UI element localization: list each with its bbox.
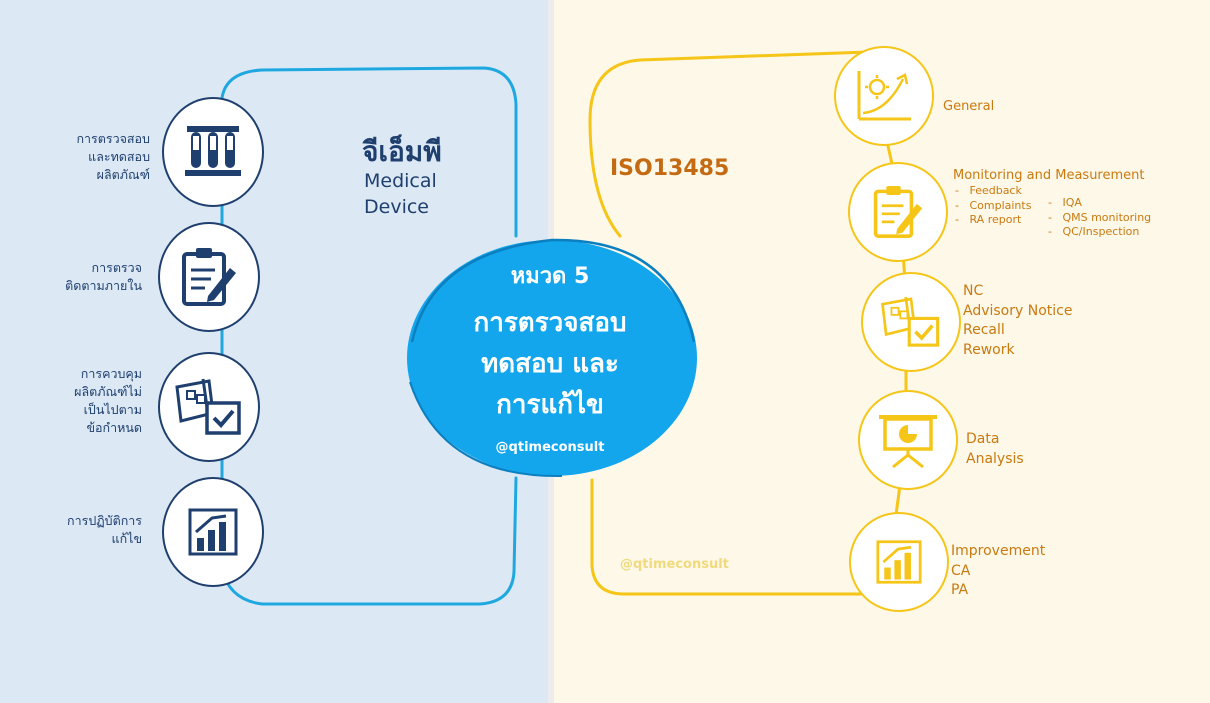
clipboard-pen-icon — [873, 186, 923, 238]
right-item-circle-4 — [858, 390, 958, 490]
right-item-circle-1 — [834, 46, 934, 146]
test-tubes-icon — [185, 126, 241, 176]
right-item-label-4: Data Analysis — [966, 431, 1024, 467]
right-item-circle-3 — [861, 272, 961, 372]
blueprint-check-icon — [175, 378, 241, 435]
right-item-label-3: NC Advisory Notice Recall Rework — [963, 283, 1073, 358]
left-title-thai: จีเอ็มพี — [362, 135, 442, 168]
watermark: @qtimeconsult — [620, 557, 729, 572]
left-item-label-2: การตรวจ ติดตามภายใน — [65, 260, 142, 293]
right-item-circle-2 — [848, 162, 948, 262]
left-item-circle-3 — [158, 352, 260, 462]
right-item-label-2: Monitoring and Measurement — [953, 168, 1145, 183]
right-item-circle-5 — [849, 512, 949, 612]
right-item-label-5: Improvement CA PA — [951, 543, 1046, 598]
list-item: - Complaints — [955, 198, 1032, 212]
left-item-circle-1 — [162, 97, 264, 207]
list-item: - QC/Inspection — [1048, 225, 1140, 238]
clipboard-pen-icon — [182, 248, 236, 306]
list-item: - Feedback — [955, 184, 1022, 197]
left-item-circle-2 — [158, 222, 260, 332]
chapter-label: หมวด 5 — [510, 264, 590, 289]
center-text-block: หมวด 5 การตรวจสอบ ทดสอบ และ การแก้ไข @qt… — [420, 250, 680, 455]
blueprint-check-icon — [881, 296, 940, 347]
left-item-label-3: การควบคุม ผลิตภัณฑ์ไม่ เป็นไปตาม ข้อกำหน… — [74, 366, 142, 435]
left-item-label-1: การตรวจสอบ และทดสอบ ผลิตภัณฑ์ — [76, 131, 150, 182]
list-item: - IQA — [1048, 196, 1082, 209]
monitoring-list-a: - Feedback - Complaints - RA report — [955, 184, 1031, 228]
bar-chart-up-icon — [876, 540, 922, 584]
right-title: ISO13485 — [610, 156, 730, 181]
list-item: - RA report — [955, 213, 1022, 226]
center-handle: @qtimeconsult — [495, 440, 605, 455]
list-item: - QMS monitoring — [1048, 210, 1152, 224]
right-item-label-1: General — [943, 99, 995, 114]
monitoring-list-b: - IQA - QMS monitoring - QC/Inspection — [1048, 196, 1151, 240]
right-frame-outline — [588, 50, 870, 596]
left-title-english: Medical Device — [364, 170, 437, 218]
bar-chart-up-icon — [188, 508, 238, 556]
growth-chart-icon — [857, 71, 911, 121]
left-item-label-4: การปฏิบัติการ แก้ไข — [67, 513, 142, 546]
presentation-board-icon — [879, 415, 937, 469]
left-item-circle-4 — [162, 477, 264, 587]
center-blob — [407, 238, 697, 478]
chapter-title: การตรวจสอบ ทดสอบ และ การแก้ไข — [473, 308, 627, 420]
